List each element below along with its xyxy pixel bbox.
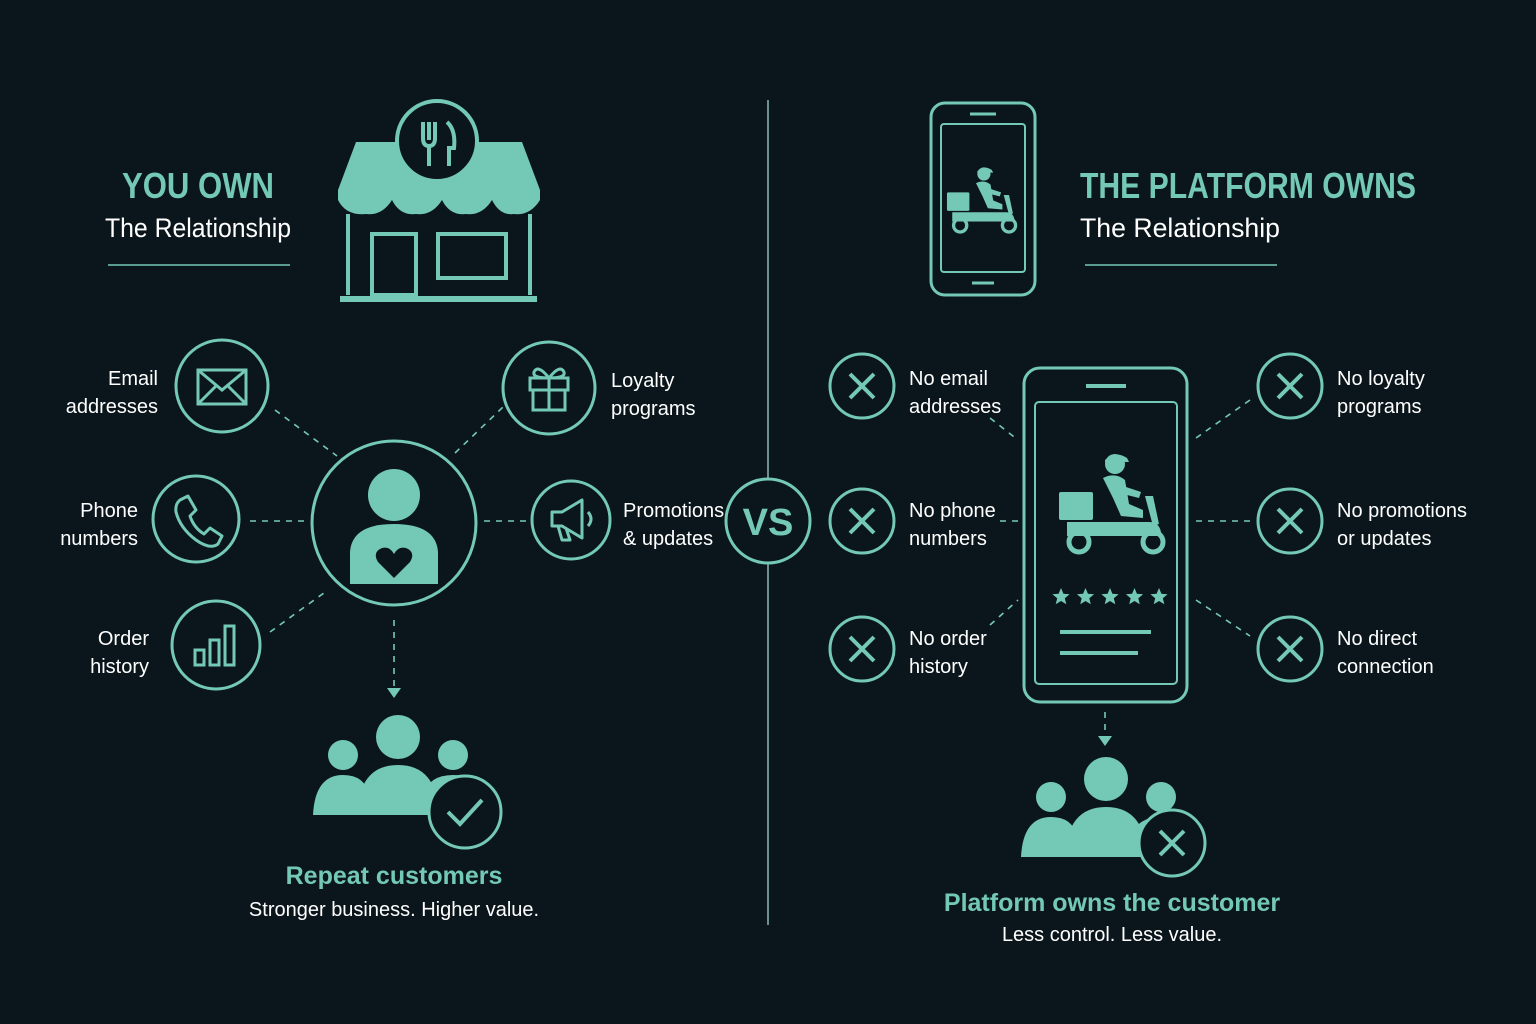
left-item-email-line1: Email bbox=[108, 368, 158, 390]
left-item-order-line1: Order bbox=[98, 628, 149, 650]
rating-star-icon bbox=[1101, 588, 1119, 605]
phone-icon-circle bbox=[151, 474, 241, 564]
rating-stars bbox=[1052, 588, 1168, 605]
right-subheading: The Relationship bbox=[1080, 213, 1280, 243]
x-icon bbox=[828, 352, 896, 420]
left-item-phone-line1: Phone bbox=[80, 500, 138, 522]
left-item-phone-line2: numbers bbox=[60, 528, 138, 550]
right-item-connection-line1: No direct bbox=[1337, 628, 1417, 650]
promotions-icon-circle bbox=[530, 479, 612, 561]
check-badge-icon bbox=[427, 774, 503, 850]
left-connectors bbox=[250, 406, 528, 688]
bar-chart-icon bbox=[193, 624, 236, 667]
right-item-phone-line2: numbers bbox=[909, 528, 987, 550]
loyalty-icon-circle bbox=[501, 340, 597, 436]
left-item-loyalty-line1: Loyalty bbox=[611, 370, 674, 392]
x-badge-icon bbox=[1137, 808, 1207, 878]
right-down-arrowhead bbox=[1098, 736, 1112, 746]
x-circles bbox=[828, 352, 1324, 683]
storefront-icon bbox=[338, 99, 540, 302]
gift-icon bbox=[528, 367, 570, 412]
envelope-icon bbox=[196, 368, 248, 406]
left-item-promotions-line2: & updates bbox=[623, 528, 713, 550]
delivery-courier-icon bbox=[1059, 454, 1163, 552]
right-item-promotions-line1: No promotions bbox=[1337, 500, 1467, 522]
order-history-icon-circle bbox=[170, 599, 262, 691]
x-icon bbox=[1256, 615, 1324, 683]
right-result-subtitle: Less control. Less value. bbox=[1002, 924, 1222, 946]
left-item-email-line2: addresses bbox=[66, 396, 158, 418]
vs-badge bbox=[724, 477, 812, 565]
rating-star-icon bbox=[1150, 588, 1168, 605]
right-item-order-line2: history bbox=[909, 656, 968, 678]
rating-star-icon bbox=[1052, 588, 1070, 605]
phone-icon bbox=[174, 494, 224, 548]
right-item-email-line2: addresses bbox=[909, 396, 1001, 418]
right-item-email-line1: No email bbox=[909, 368, 988, 390]
right-item-connection-line2: connection bbox=[1337, 656, 1434, 678]
x-icon bbox=[828, 487, 896, 555]
left-item-loyalty-line2: programs bbox=[611, 398, 695, 420]
email-icon-circle bbox=[174, 338, 270, 434]
left-subheading: The Relationship bbox=[105, 213, 291, 243]
left-result-title: Repeat customers bbox=[286, 862, 503, 890]
right-item-loyalty-line2: programs bbox=[1337, 396, 1421, 418]
x-icon bbox=[1256, 352, 1324, 420]
customer-hub bbox=[310, 439, 478, 607]
x-icon bbox=[828, 615, 896, 683]
platform-app-phone bbox=[1022, 366, 1189, 704]
left-down-arrowhead bbox=[387, 688, 401, 698]
right-item-phone-line1: No phone bbox=[909, 500, 996, 522]
megaphone-icon bbox=[550, 498, 593, 542]
right-connectors bbox=[989, 399, 1251, 736]
rating-star-icon bbox=[1076, 588, 1095, 605]
platform-phone-icon bbox=[929, 101, 1037, 297]
vs-label: VS bbox=[743, 502, 794, 544]
right-item-loyalty-line1: No loyalty bbox=[1337, 368, 1425, 390]
left-item-promotions-line1: Promotions bbox=[623, 500, 724, 522]
right-item-promotions-line2: or updates bbox=[1337, 528, 1432, 550]
left-result-subtitle: Stronger business. Higher value. bbox=[249, 899, 539, 921]
right-result-title: Platform owns the customer bbox=[944, 889, 1280, 917]
x-icon bbox=[1256, 487, 1324, 555]
rating-star-icon bbox=[1125, 588, 1144, 605]
left-heading: YOU OWN bbox=[122, 165, 274, 206]
left-item-order-line2: history bbox=[90, 656, 149, 678]
right-item-order-line1: No order bbox=[909, 628, 987, 650]
right-heading: THE PLATFORM OWNS bbox=[1080, 165, 1416, 206]
